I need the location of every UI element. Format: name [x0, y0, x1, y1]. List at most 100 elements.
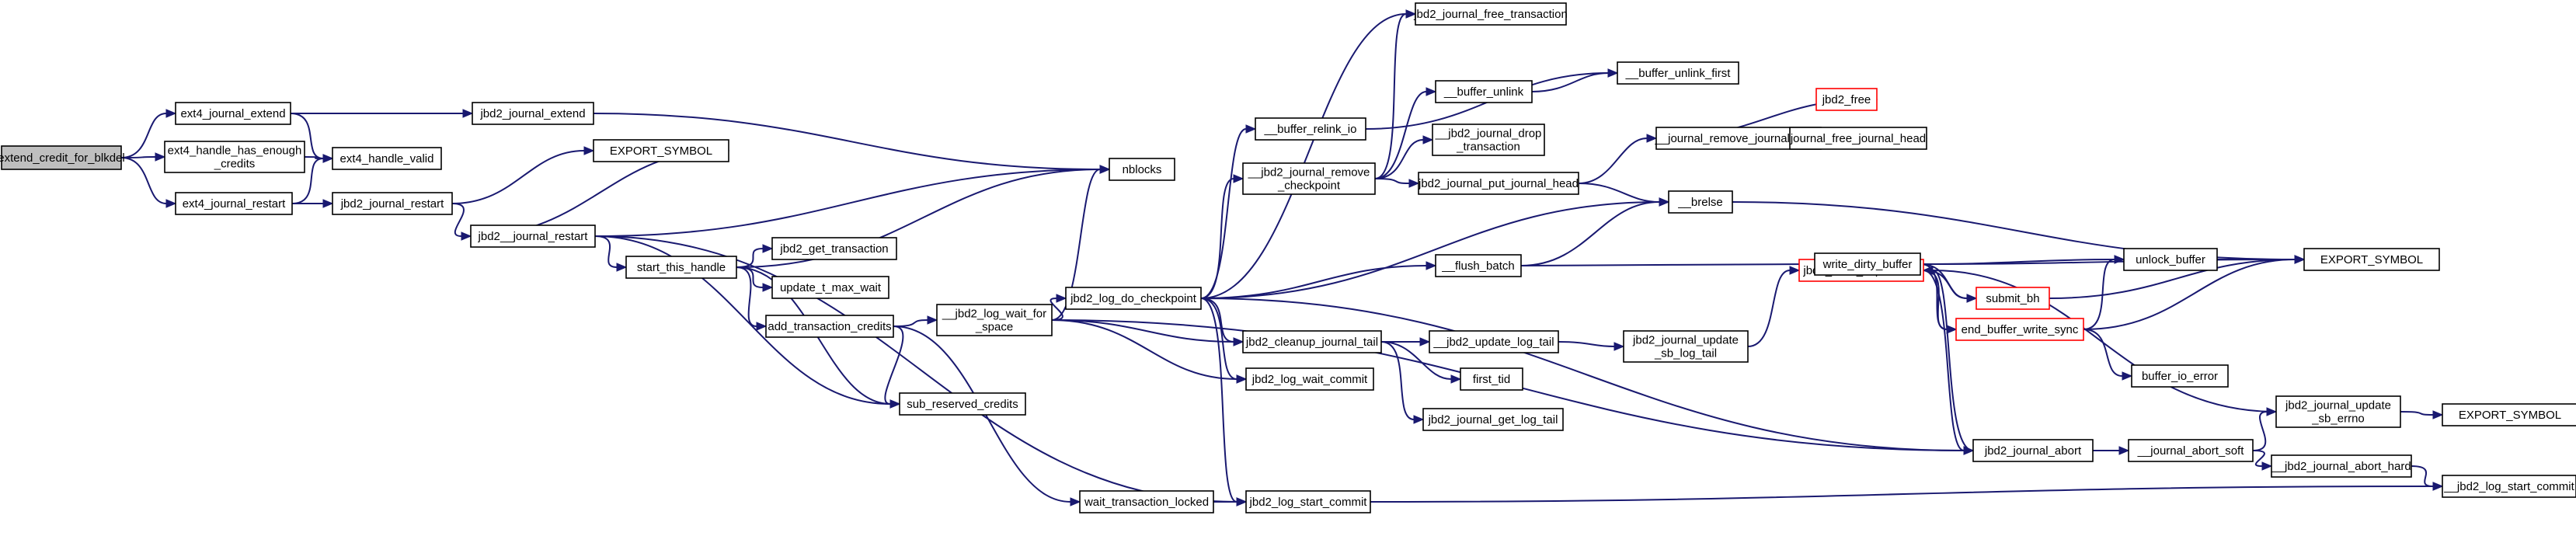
node-box	[1976, 287, 2050, 310]
node-box	[1623, 330, 1749, 363]
node-box	[2442, 403, 2576, 426]
node-ext4-handle-valid[interactable]: ext4_handle_valid	[332, 147, 442, 170]
node-jbd2-log-do-checkpoint[interactable]: jbd2_log_do_checkpoint	[1065, 287, 1202, 310]
node-label: start_this_handle	[637, 261, 726, 274]
node-buffer-unlink-first[interactable]: __buffer_unlink_first	[1617, 61, 1739, 85]
node-box	[1255, 117, 1366, 141]
node-jbd2-log-start-commit[interactable]: __jbd2_log_start_commit	[2442, 475, 2576, 498]
node-jbd2-log-wait-commit[interactable]: jbd2_log_wait_commit	[1245, 367, 1374, 391]
node-EXPORT-SYMBOL-1[interactable]: EXPORT_SYMBOL	[593, 139, 729, 162]
node-journal-free-journal-head[interactable]: journal_free_journal_head	[1789, 127, 1927, 150]
node-nblocks[interactable]: nblocks	[1109, 158, 1175, 181]
arrowhead	[583, 146, 595, 155]
node-buffer-relink-io[interactable]: __buffer_relink_io	[1255, 117, 1366, 141]
arrowhead	[2122, 371, 2133, 381]
node-ext4-journal-restart[interactable]: ext4_journal_restart	[175, 192, 293, 215]
node-box	[2128, 439, 2254, 462]
node-box	[771, 237, 897, 260]
node-jbd2-journal-extend[interactable]: jbd2_journal_extend	[472, 102, 594, 125]
arrowhead	[2432, 410, 2444, 419]
node-add-transaction-credits[interactable]: add_transaction_credits	[765, 315, 894, 338]
node-label: __journal_remove_journal_head	[1654, 132, 1822, 145]
node-label: jbd2_log_start_commit	[1249, 496, 1368, 509]
node-jbd2-get-transaction[interactable]: jbd2_get_transaction	[771, 237, 897, 260]
node-label: extend_credit_for_blkdel	[0, 151, 125, 165]
node-jbd2-log-wait-for-space[interactable]: __jbd2_log_wait_for_space	[936, 304, 1053, 336]
call-edge	[1578, 183, 1660, 203]
node-box	[1242, 162, 1376, 195]
node-label: ext4_handle_has_enough	[168, 144, 302, 158]
arrowhead	[762, 244, 774, 253]
call-edge	[1531, 72, 1609, 92]
node-EXPORT-SYMBOL-3[interactable]: EXPORT_SYMBOL	[2442, 403, 2576, 426]
node-end-buffer-write-sync[interactable]: end_buffer_write_sync	[1955, 318, 2084, 341]
node-label: __jbd2_log_start_commit	[2443, 480, 2574, 493]
node-first-tid[interactable]: first_tid	[1460, 367, 1523, 391]
call-edge	[1520, 201, 1660, 266]
node-submit-bh[interactable]: submit_bh	[1976, 287, 2050, 310]
node-label: __buffer_unlink	[1443, 85, 1524, 99]
node-label: ext4_journal_extend	[180, 107, 285, 120]
node-wait-transaction-locked[interactable]: wait_transaction_locked	[1079, 490, 1214, 513]
arrowhead	[1408, 179, 1420, 188]
node-jbd2--journal-restart[interactable]: jbd2__journal_restart	[470, 225, 596, 248]
node-label: end_buffer_write_sync	[1962, 323, 2079, 336]
node-jbd2-journal-update-sb-errno[interactable]: jbd2_journal_update_sb_errno	[2275, 395, 2401, 428]
node-label: buffer_io_error	[2142, 370, 2218, 383]
arrowhead	[1245, 124, 1257, 134]
call-graph-edges	[120, 9, 2444, 506]
node-label: __jbd2_log_wait_for	[942, 308, 1046, 321]
node-jbd2-journal-put-journal-head[interactable]: jbd2_journal_put_journal_head	[1418, 172, 1579, 195]
node-jbd2-journal-drop-transaction[interactable]: __jbd2_journal_drop_transaction	[1432, 124, 1545, 156]
arrowhead	[1413, 415, 1425, 424]
node-box	[1415, 2, 1567, 26]
node-ext4-journal-extend[interactable]: ext4_journal_extend	[175, 102, 291, 125]
node-write-dirty-buffer[interactable]: write_dirty_buffer	[1814, 252, 1921, 276]
arrowhead	[1422, 135, 1434, 144]
node-jbd2-journal-abort[interactable]: jbd2_journal_abort	[1972, 439, 2094, 462]
node-box	[2303, 248, 2440, 271]
node-jbd2-free[interactable]: jbd2_free	[1815, 88, 1878, 111]
node-box	[1245, 367, 1374, 391]
node-box	[1, 145, 122, 170]
node-unlock-buffer[interactable]: unlock_buffer	[2123, 248, 2218, 271]
node-label: jbd2_get_transaction	[779, 242, 888, 256]
node-jbd2-journal-free-transaction[interactable]: jbd2_journal_free_transaction	[1413, 2, 1568, 26]
node-box	[1815, 88, 1878, 111]
call-edge	[1578, 137, 1648, 184]
node-sub-reserved-credits[interactable]: sub_reserved_credits	[899, 392, 1026, 416]
node-label: __jbd2_update_log_tail	[1432, 336, 1554, 349]
call-edge	[1920, 263, 1948, 330]
call-edge	[1932, 270, 1974, 451]
node-brelse[interactable]: __brelse	[1668, 190, 1733, 214]
node-jbd2-journal-update-sb-log-tail[interactable]: jbd2_journal_update_sb_log_tail	[1623, 330, 1749, 363]
node-EXPORT-SYMBOL-2[interactable]: EXPORT_SYMBOL	[2303, 248, 2440, 271]
arrowhead	[1236, 497, 1248, 506]
node-box	[332, 147, 442, 170]
node-jbd2-update-log-tail[interactable]: __jbd2_update_log_tail	[1429, 330, 1559, 353]
node-jbd2-journal-abort-hard[interactable]: __jbd2_journal_abort_hard	[2271, 454, 2412, 478]
arrowhead	[322, 154, 334, 163]
node-label: _transaction	[1456, 141, 1520, 154]
node-flush-batch[interactable]: __flush_batch	[1435, 254, 1522, 277]
node-ext4-handle-has-enough-credits[interactable]: ext4_handle_has_enough_credits	[164, 141, 305, 173]
node-jbd2-journal-get-log-tail[interactable]: jbd2_journal_get_log_tail	[1422, 408, 1564, 431]
node-jbd2-journal-restart[interactable]: jbd2_journal_restart	[332, 192, 453, 215]
node-label: _space	[975, 321, 1013, 334]
call-edge	[1200, 128, 1247, 299]
node-buffer-unlink[interactable]: __buffer_unlink	[1435, 80, 1533, 103]
call-edge	[1200, 265, 1427, 299]
node-extend-credit-for-blkdel[interactable]: extend_credit_for_blkdel	[0, 145, 125, 170]
call-edge	[2400, 411, 2434, 416]
node-jbd2-journal-remove-checkpoint[interactable]: __jbd2_journal_remove_checkpoint	[1242, 162, 1376, 195]
node-journal-abort-soft[interactable]: __journal_abort_soft	[2128, 439, 2254, 462]
node-jbd2-cleanup-journal-tail[interactable]: jbd2_cleanup_journal_tail	[1242, 330, 1382, 353]
node-buffer-io-error[interactable]: buffer_io_error	[2131, 364, 2229, 388]
node-update-t-max-wait[interactable]: update_t_max_wait	[771, 276, 889, 299]
node-start-this-handle[interactable]: start_this_handle	[625, 256, 737, 279]
node-jbd2-log-start-commit[interactable]: jbd2_log_start_commit	[1245, 490, 1371, 513]
node-label: EXPORT_SYMBOL	[610, 144, 712, 158]
call-edge	[594, 235, 1238, 503]
arrowhead	[616, 263, 628, 272]
